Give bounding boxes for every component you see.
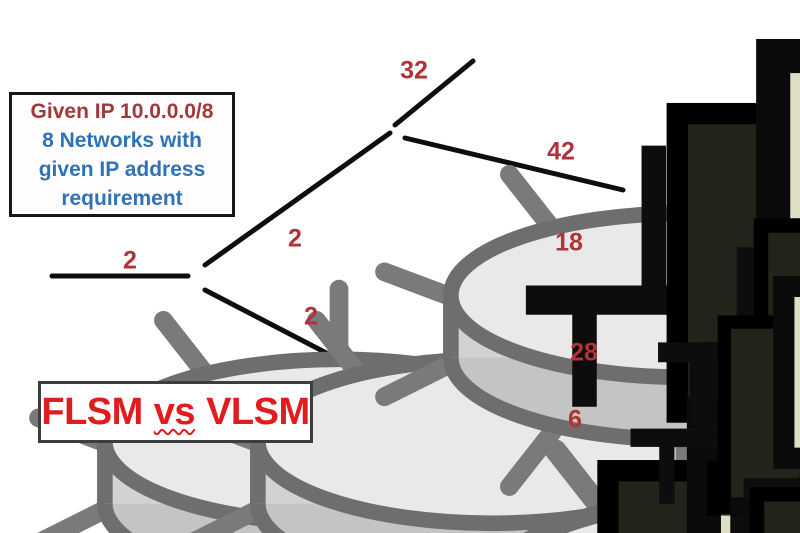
info-line-3: given IP address [38, 157, 206, 181]
banner-word-flsm: FLSM [41, 390, 143, 433]
given-ip-info-box: Given IP 10.0.0.0/8 8 Networks with give… [9, 92, 235, 217]
link-label-serial-b-bottom: 2 [304, 302, 318, 331]
link-label-serial-a-b: 2 [123, 246, 137, 275]
banner-word-vs: vs [153, 390, 196, 433]
banner-word-vlsm: VLSM [206, 390, 310, 433]
link-label-28: 28 [570, 338, 598, 367]
info-line-4: requirement [61, 186, 183, 210]
flsm-vs-vlsm-banner: FLSM vs VLSM [38, 381, 313, 443]
link-router-b-top [202, 130, 393, 268]
info-line-1: Given IP 10.0.0.0/8 [30, 99, 214, 123]
link-label-18: 18 [555, 228, 583, 257]
link-lan-32 [392, 58, 476, 128]
link-label-32: 32 [400, 56, 428, 85]
link-label-serial-b-top: 2 [288, 224, 302, 253]
link-lan-42 [402, 135, 626, 193]
info-line-2: 8 Networks with [42, 128, 202, 152]
link-label-42: 42 [547, 137, 575, 166]
link-label-6: 6 [568, 405, 582, 434]
